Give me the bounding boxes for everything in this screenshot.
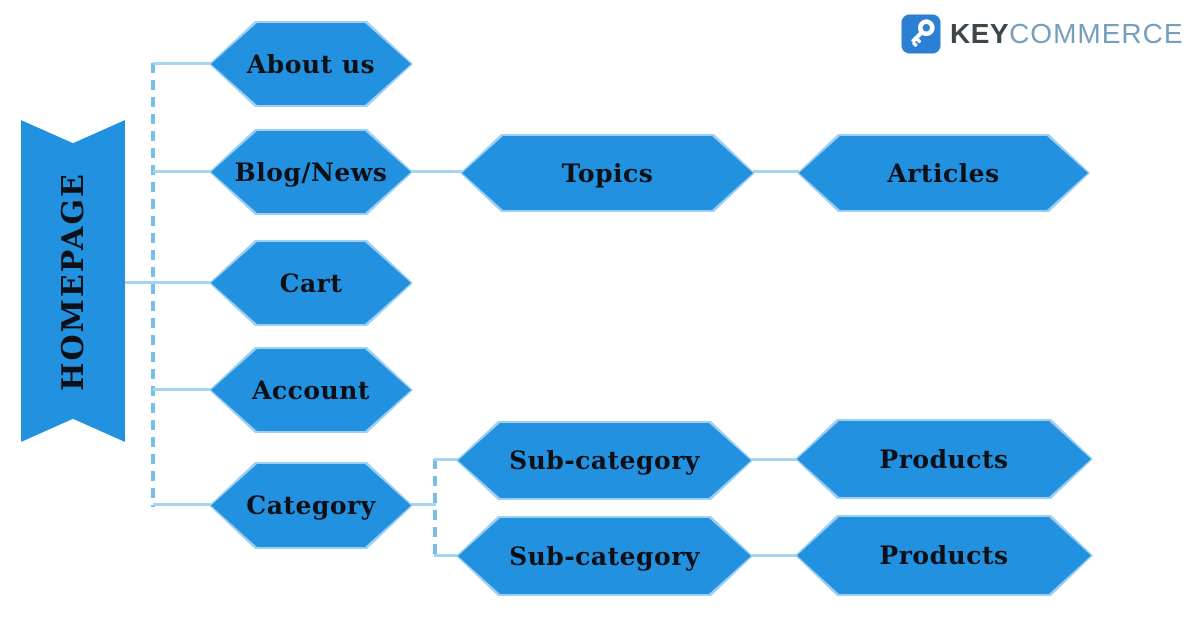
- node-homepage-label: HOMEPAGE: [55, 171, 91, 391]
- connector-dashed-vertical-left: [151, 63, 155, 507]
- connector-homepage-category: [153, 503, 211, 506]
- hexagon-fill: [797, 517, 1091, 594]
- key-icon: [901, 14, 941, 54]
- node-products-2-label: Products: [879, 541, 1009, 570]
- connector-homepage-aboutus: [153, 62, 211, 65]
- node-sub-category-2-label: Sub-category: [509, 541, 700, 571]
- hexagon-fill: [458, 518, 751, 594]
- node-blog-news-label: Blog/News: [234, 157, 388, 187]
- node-cart: Cart: [209, 240, 413, 326]
- node-category: Category: [209, 462, 413, 549]
- node-products-1: Products: [795, 419, 1093, 499]
- node-topics: Topics: [460, 134, 755, 212]
- hexagon-fill: [458, 423, 751, 498]
- node-topics-label: Topics: [561, 158, 654, 188]
- node-about-us: About us: [209, 21, 413, 107]
- node-articles-label: Articles: [887, 158, 1000, 188]
- connector-branch-subcategory1: [434, 458, 458, 461]
- hexagon-fill: [211, 349, 411, 431]
- node-account-label: Account: [252, 375, 370, 405]
- connector-homepage-cart: [124, 281, 211, 284]
- keycommerce-logo: KEY COMMERCE: [901, 11, 1184, 57]
- node-category-label: Category: [246, 491, 376, 520]
- connector-blognews-topics: [411, 170, 462, 173]
- brand-wordmark: KEY COMMERCE: [950, 18, 1184, 50]
- node-sub-category-1-label: Sub-category: [509, 446, 700, 475]
- hexagon-fill: [211, 23, 411, 105]
- hexagon-fill: [797, 421, 1091, 497]
- connector-subcategory1-products: [751, 458, 797, 461]
- brand-commerce-text: COMMERCE: [1009, 18, 1184, 49]
- connector-category-branch: [411, 503, 436, 506]
- node-blog-news: Blog/News: [209, 129, 413, 215]
- connector-homepage-blognews: [153, 170, 211, 173]
- node-articles: Articles: [797, 134, 1090, 212]
- connector-branch-subcategory2: [434, 554, 458, 557]
- connector-dashed-vertical-right: [433, 459, 437, 557]
- node-cart-label: Cart: [279, 268, 343, 298]
- connector-subcategory2-products: [751, 554, 797, 557]
- node-about-us-label: About us: [246, 49, 376, 79]
- node-sub-category-1: Sub-category: [456, 421, 753, 500]
- connector-homepage-account: [153, 388, 211, 391]
- hexagon-fill: [211, 464, 411, 547]
- hexagon-fill: [211, 131, 411, 213]
- hexagon-fill: [462, 136, 753, 210]
- node-sub-category-2: Sub-category: [456, 516, 753, 596]
- brand-key-text: KEY: [950, 18, 1010, 49]
- hexagon-fill: [799, 136, 1088, 210]
- node-homepage: HOMEPAGE: [21, 120, 125, 442]
- hexagon-fill: [211, 242, 411, 324]
- node-account: Account: [209, 347, 413, 433]
- connector-topics-articles: [753, 170, 799, 173]
- node-products-1-label: Products: [879, 444, 1009, 474]
- node-products-2: Products: [795, 515, 1093, 596]
